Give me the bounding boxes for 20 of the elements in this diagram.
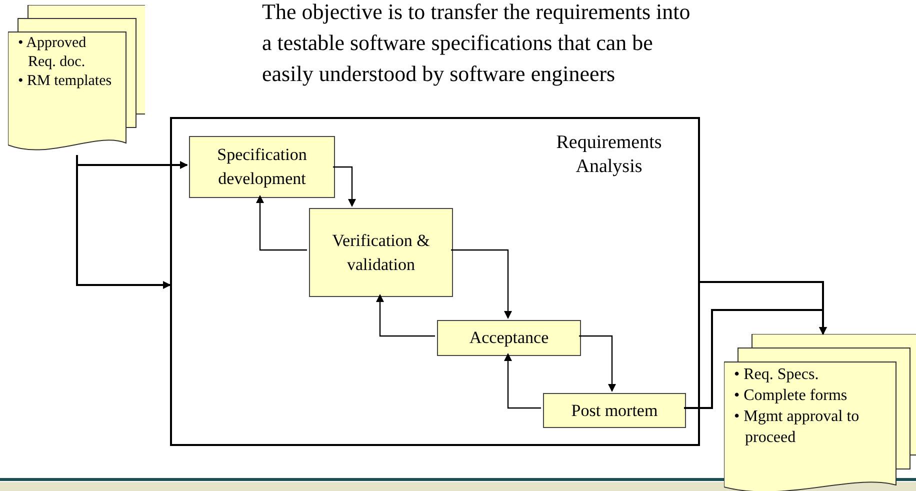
- bullet-item: • Complete forms: [734, 386, 848, 406]
- arrow: [684, 309, 827, 409]
- process-box: Specification development: [189, 136, 335, 198]
- process-box: Post mortem: [543, 393, 686, 428]
- process-box: Verification & validation: [309, 208, 453, 297]
- arrow: [451, 249, 512, 319]
- frame-heading: Requirements Analysis: [555, 131, 663, 179]
- bullet-item: • RM templates: [18, 72, 112, 91]
- process-box: Acceptance: [437, 320, 581, 356]
- bullet-item: • Req. Specs.: [734, 365, 820, 385]
- bullet-item: • Approved Req. doc.: [18, 34, 88, 72]
- process-frame: [170, 117, 700, 446]
- arrow: [504, 353, 541, 409]
- arrow: [579, 335, 616, 392]
- title: The objective is to transfer the requirements into a testable software specifications that can be easily understood by software engineers: [262, 0, 692, 88]
- arrow: [376, 294, 435, 337]
- arrow: [76, 155, 171, 289]
- bullet-item: • Mgmt approval to proceed: [734, 407, 860, 448]
- arrow: [333, 166, 356, 207]
- arrow: [256, 195, 307, 251]
